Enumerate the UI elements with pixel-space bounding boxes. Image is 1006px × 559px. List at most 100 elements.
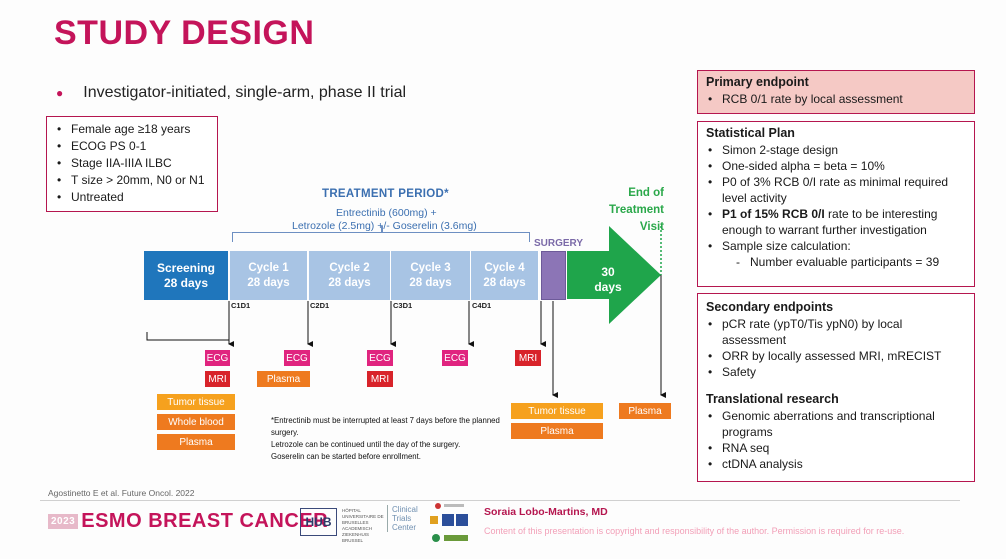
copyright-notice: Content of this presentation is copyrigh… xyxy=(484,526,905,536)
mri-tag-c3: MRI xyxy=(367,371,393,387)
ecg-tag-c4: ECG xyxy=(442,350,468,366)
stat-item-p1-bold: P1 of 15% RCB 0/I xyxy=(722,207,825,221)
inclusion-item: ECOG PS 0-1 xyxy=(55,138,209,155)
end-of-treatment-label: End of Treatment Visit xyxy=(592,185,664,236)
statistical-plan-box: Statistical Plan Simon 2-stage design On… xyxy=(697,121,975,287)
eot-line: Treatment xyxy=(609,204,664,216)
screening-label: Screening xyxy=(156,260,216,275)
footnote-line: *Entrectinib must be interrupted at leas… xyxy=(271,416,500,437)
inclusion-item: T size > 20mm, N0 or N1 xyxy=(55,172,209,189)
cycle-label: Cycle 3 xyxy=(410,261,451,274)
ecg-tag-c2: ECG xyxy=(284,350,310,366)
followup-unit: days xyxy=(594,280,622,294)
cycle-1-segment: Cycle 1 28 days xyxy=(230,251,308,300)
primary-endpoint-item: RCB 0/1 rate by local assessment xyxy=(706,91,966,107)
footnote-line: Letrozole can be continued until the day… xyxy=(271,440,461,449)
trial-type: ● Investigator-initiated, single-arm, pha… xyxy=(56,84,406,102)
author-name: Soraia Lobo-Martins, MD xyxy=(484,506,608,518)
surgery-segment xyxy=(541,251,566,300)
secondary-item: pCR rate (ypT0/Tis ypN0) by local assess… xyxy=(706,316,966,348)
ctc-line: Center xyxy=(392,523,417,532)
ecg-tag-screening: ECG xyxy=(205,350,230,366)
treatment-brace xyxy=(232,226,530,242)
cycle-label: Cycle 4 xyxy=(484,261,525,274)
stat-item: Simon 2-stage design xyxy=(706,142,966,158)
footer-divider xyxy=(40,500,960,501)
stat-item: One-sided alpha = beta = 10% xyxy=(706,158,966,174)
stat-item-p1-rest: rate to be interesting enough to warrant… xyxy=(722,207,938,237)
eot-line: End of xyxy=(628,187,664,199)
secondary-item: ORR by locally assessed MRI, mRECIST xyxy=(706,348,966,364)
treatment-line-2: Letrozole (2.5mg) +/- Goserelin (3.6mg) xyxy=(292,220,477,232)
primary-endpoint-heading: Primary endpoint xyxy=(706,75,809,89)
translational-item: Genomic aberrations and transcriptional … xyxy=(706,408,966,440)
day-label-c1d1: C1D1 xyxy=(231,301,251,310)
footnote: *Entrectinib must be interrupted at leas… xyxy=(271,415,511,463)
cycle-2-segment: Cycle 2 28 days xyxy=(309,251,391,300)
whole-blood-tag: Whole blood xyxy=(157,414,235,430)
cycle-3-segment: Cycle 3 28 days xyxy=(391,251,471,300)
followup-arrow-icon xyxy=(567,226,662,324)
plasma-tag-c2: Plasma xyxy=(257,371,310,387)
esmo-year: 2023 xyxy=(48,514,79,530)
cycle-label: Cycle 1 xyxy=(248,261,289,274)
secondary-endpoints-box: Secondary endpoints pCR rate (ypT0/Tis y… xyxy=(697,293,975,482)
day-label-c4d1: C4D1 xyxy=(472,301,492,310)
tumor-tissue-tag-screening: Tumor tissue xyxy=(157,394,235,410)
inclusion-criteria-box: Female age ≥18 years ECOG PS 0-1 Stage I… xyxy=(46,116,218,212)
translational-heading: Translational research xyxy=(706,392,839,406)
stat-item: P0 of 3% RCB 0/I rate as minimal require… xyxy=(706,174,966,206)
cycle-duration: 28 days xyxy=(328,276,371,289)
clinical-trials-center-logo: Clinical Trials Center xyxy=(387,505,418,532)
eot-line: Visit xyxy=(639,221,664,233)
cycle-duration: 28 days xyxy=(483,276,526,289)
cycle-4-segment: Cycle 4 28 days xyxy=(471,251,539,300)
ecg-tag-c3: ECG xyxy=(367,350,393,366)
day-label-c2d1: C2D1 xyxy=(310,301,330,310)
followup-arrow xyxy=(567,226,663,324)
cycle-duration: 28 days xyxy=(409,276,452,289)
cycle-label: Cycle 2 xyxy=(329,261,370,274)
bullet-icon: ● xyxy=(56,86,64,100)
screening-duration: 28 days xyxy=(163,275,209,290)
plasma-tag-surgery: Plasma xyxy=(511,423,603,439)
ctc-line: Clinical xyxy=(392,505,418,514)
mri-tag-screening: MRI xyxy=(205,371,230,387)
plasma-tag-eot: Plasma xyxy=(619,403,671,419)
cycle-duration: 28 days xyxy=(247,276,290,289)
hub-subtitle: HÔPITAL UNIVERSITAIRE DE BRUXELLES ACADE… xyxy=(342,508,384,543)
trial-type-text: Investigator-initiated, single-arm, phas… xyxy=(83,84,407,101)
followup-number: 30 xyxy=(601,265,615,279)
footnote-line: Goserelin can be started before enrollme… xyxy=(271,452,421,461)
esmo-text: ESMO BREAST CANCER xyxy=(81,510,329,532)
plasma-tag-screening: Plasma xyxy=(157,434,235,450)
day-label-c3d1: C3D1 xyxy=(393,301,413,310)
inclusion-item: Untreated xyxy=(55,189,209,206)
translational-item: ctDNA analysis xyxy=(706,456,966,472)
partner-logos xyxy=(428,500,473,548)
translational-item: RNA seq xyxy=(706,440,966,456)
surgery-label: SURGERY xyxy=(534,238,584,249)
secondary-item: Safety xyxy=(706,364,966,380)
ctc-line: Trials xyxy=(392,514,412,523)
secondary-endpoints-heading: Secondary endpoints xyxy=(706,300,834,314)
statistical-plan-heading: Statistical Plan xyxy=(706,126,795,140)
page-title: STUDY DESIGN xyxy=(54,14,315,52)
stat-item: Sample size calculation: xyxy=(706,238,966,254)
treatment-line-1: Entrectinib (600mg) + xyxy=(336,207,437,219)
hub-logo: HUB xyxy=(300,508,337,536)
stat-item-p1: P1 of 15% RCB 0/I rate to be interesting… xyxy=(706,206,966,238)
treatment-period-title: TREATMENT PERIOD* xyxy=(322,188,449,200)
sample-size: - Number evaluable participants = 39 xyxy=(736,255,940,269)
partner-logos-icon xyxy=(430,503,468,542)
sample-size-text: Number evaluable participants = 39 xyxy=(750,255,940,269)
mri-tag-surgery: MRI xyxy=(515,350,541,366)
tumor-tissue-tag-surgery: Tumor tissue xyxy=(511,403,603,419)
reference: Agostinetto E et al. Future Oncol. 2022 xyxy=(48,488,195,498)
inclusion-item: Female age ≥18 years xyxy=(55,121,209,138)
